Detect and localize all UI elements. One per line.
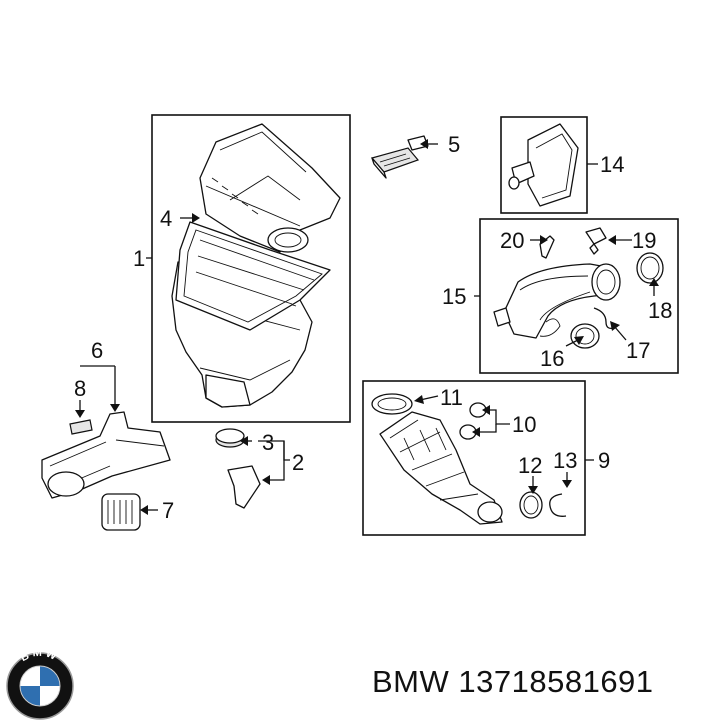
part-13-clip	[549, 493, 567, 517]
callout-5: 5	[448, 132, 460, 157]
callout-13: 13	[553, 448, 577, 473]
group-frame-air-filter-housing	[151, 114, 351, 423]
callout-6: 6	[91, 338, 103, 363]
leader-lines	[75, 139, 659, 515]
callout-16: 16	[540, 346, 564, 371]
callout-19: 19	[632, 228, 656, 253]
part-9-intake-duct	[379, 411, 503, 525]
part-8-pad	[69, 419, 93, 435]
part-number: 13718581691	[458, 664, 654, 699]
callout-10: 10	[512, 412, 536, 437]
part-6-air-duct	[41, 411, 171, 499]
part-15-intake-pipe	[493, 263, 621, 339]
callout-17: 17	[626, 338, 650, 363]
air-filter-housing-assembly	[171, 123, 341, 408]
part-10-clamps	[459, 402, 487, 440]
callout-14: 14	[600, 152, 624, 177]
brand-name: BMW	[372, 664, 450, 699]
callout-11: 11	[440, 385, 463, 410]
bmw-logo: BMW	[6, 647, 74, 720]
group-frame-9	[362, 380, 586, 536]
part-2-bracket	[227, 465, 261, 509]
callout-18: 18	[648, 298, 672, 323]
callout-8: 8	[74, 376, 86, 401]
callout-1: 1	[133, 246, 145, 271]
part-17-clip	[593, 307, 615, 330]
callout-9: 9	[598, 448, 610, 473]
callout-7: 7	[162, 498, 174, 523]
part-11-seal-ring	[371, 393, 413, 415]
part-5-sensor	[370, 135, 429, 179]
callout-15: 15	[442, 284, 466, 309]
callout-4: 4	[160, 206, 172, 231]
group-frame-14	[500, 116, 588, 214]
callout-12: 12	[518, 453, 542, 478]
callout-2: 2	[292, 450, 304, 475]
part-14-component	[508, 123, 579, 207]
logo-quarter-blue-2	[20, 686, 40, 706]
part-caption: BMW 13718581691	[372, 664, 654, 700]
logo-quarter-blue-1	[40, 666, 60, 686]
part-7-grille	[101, 493, 141, 531]
callout-20: 20	[500, 228, 524, 253]
callout-numbers: 1 2 3 4 5 6 7 8 9 10 11 12 13 14 15 16 1…	[74, 132, 672, 523]
callout-3: 3	[262, 430, 274, 455]
part-12-ring	[519, 491, 543, 519]
part-16-seal	[570, 323, 600, 349]
logo-letters: BMW	[19, 647, 61, 664]
part-19-valve	[585, 227, 607, 255]
part-18-clamp	[636, 252, 664, 284]
part-3-grommet	[215, 428, 245, 448]
